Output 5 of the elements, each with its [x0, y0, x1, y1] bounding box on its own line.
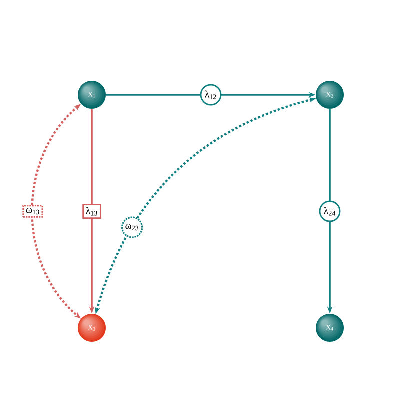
edge-label: λ$_{24}$	[319, 200, 341, 222]
edge-label: ω$_{23}$	[122, 216, 144, 238]
edge-label: λ$_{12}$	[200, 84, 222, 106]
edge-label: ω$_{13}$	[22, 205, 44, 218]
edge-label: λ$_{13}$	[82, 204, 102, 219]
